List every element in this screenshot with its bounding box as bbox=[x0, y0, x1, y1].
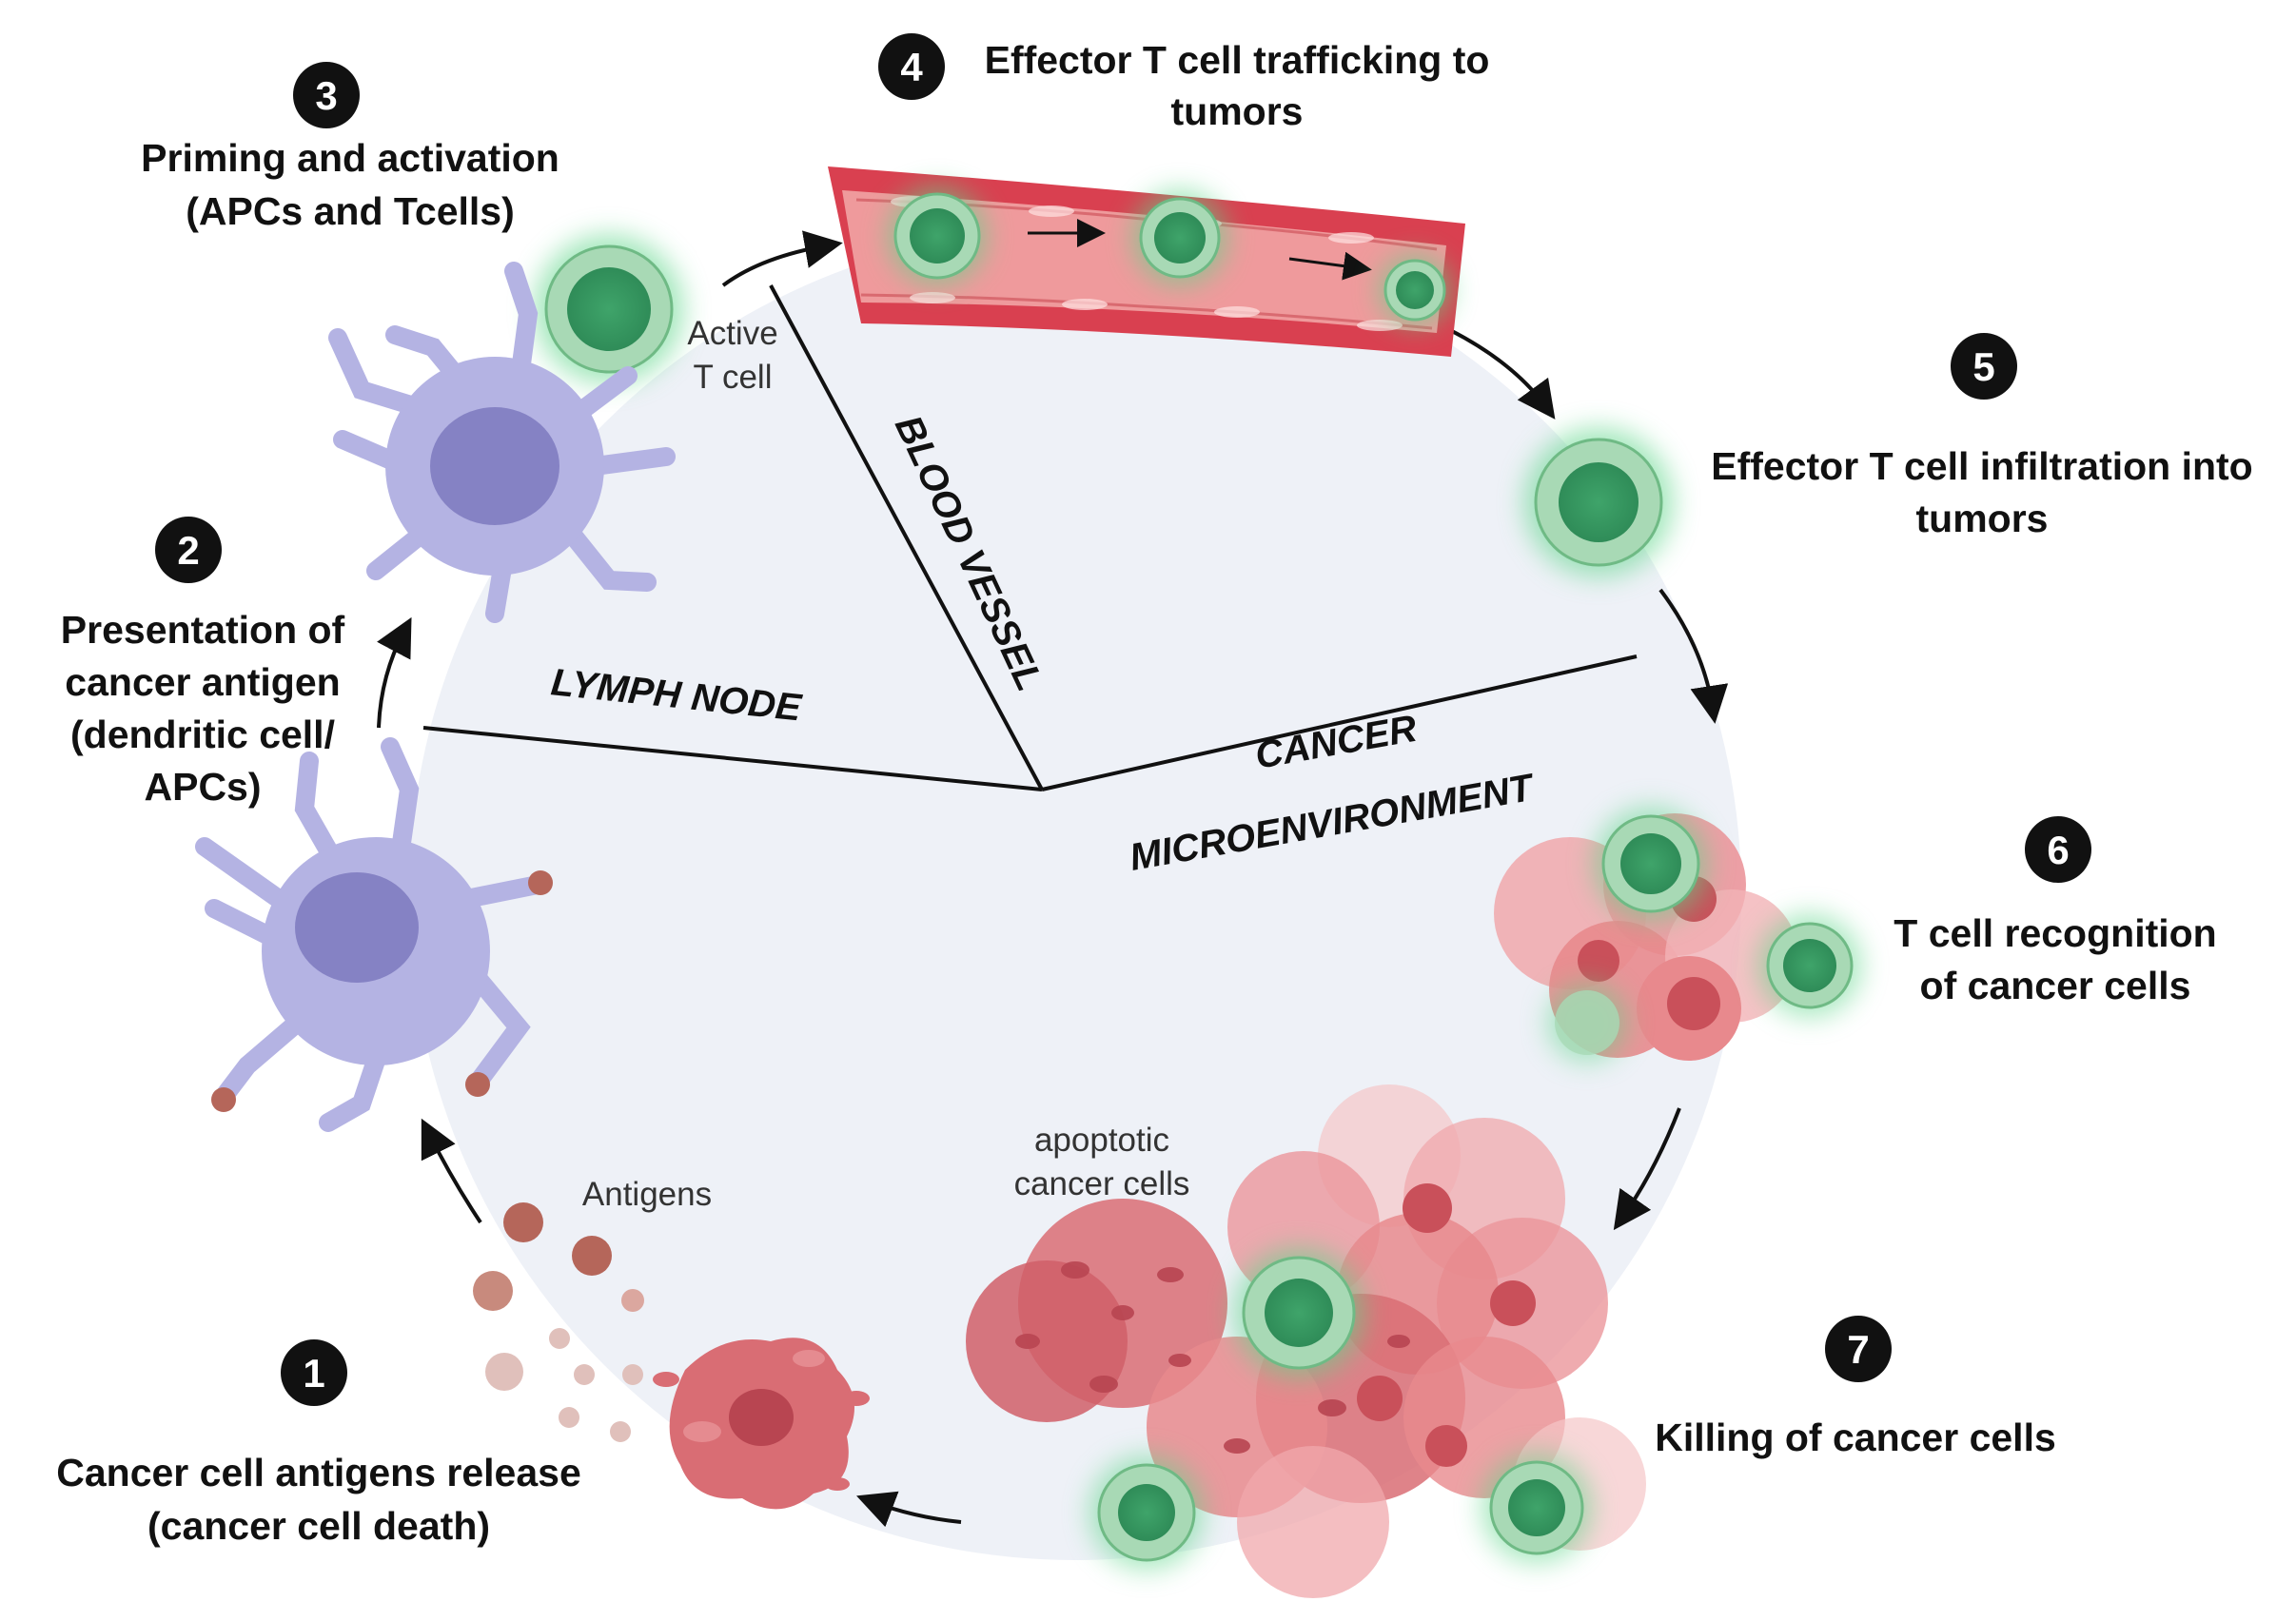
step-6-label-line1: T cell recognition bbox=[1894, 911, 2216, 955]
t-cell-vessel-1 bbox=[888, 186, 987, 285]
t-cell-recognition-2 bbox=[1758, 914, 1861, 1017]
step-3-badge bbox=[293, 62, 360, 128]
step-6-label-line2: of cancer cells bbox=[1920, 964, 2191, 1007]
step-7-number: 7 bbox=[1847, 1327, 1869, 1372]
step-7: 7 Killing of cancer cells bbox=[1655, 1316, 2056, 1459]
step-7-badge bbox=[1825, 1316, 1892, 1382]
arrow-3-to-4 bbox=[721, 230, 843, 287]
step-5-label-line1: Effector T cell infiltration into bbox=[1711, 444, 2252, 488]
t-cell-recognition-3 bbox=[1547, 983, 1627, 1063]
arrow-6-to-7 bbox=[1613, 1107, 1681, 1231]
step-2-label-line3: (dendritic cell/ bbox=[70, 713, 335, 756]
t-cell-killing-2 bbox=[1089, 1455, 1204, 1570]
arrow-5-to-6 bbox=[1658, 588, 1729, 724]
step-1-badge bbox=[281, 1339, 347, 1406]
tumor-cluster-recognition bbox=[1494, 807, 1861, 1063]
t-cell-vessel-3 bbox=[1379, 254, 1451, 326]
step-2-badge bbox=[155, 517, 222, 583]
step-5-label-line2: tumors bbox=[1916, 497, 2049, 540]
step-4-label-line1: Effector T cell trafficking to bbox=[985, 38, 1490, 82]
step-1-number: 1 bbox=[303, 1351, 324, 1396]
step-2-number: 2 bbox=[177, 528, 199, 573]
region-dividers bbox=[422, 284, 1638, 791]
arrow-1-to-2 bbox=[421, 1118, 482, 1224]
t-cell-killing-1 bbox=[1234, 1248, 1364, 1377]
step-3-label-line1: Priming and activation bbox=[141, 136, 559, 180]
dying-cancer-cell bbox=[653, 1338, 870, 1510]
arrow-4-to-5 bbox=[1445, 326, 1556, 420]
step-3-number: 3 bbox=[315, 73, 337, 118]
step-4-label-line2: tumors bbox=[1171, 89, 1304, 133]
arrow-7-to-1 bbox=[856, 1491, 962, 1528]
apoptotic-label-line2: cancer cells bbox=[1014, 1165, 1190, 1202]
step-4-number: 4 bbox=[900, 45, 923, 89]
active-t-cell-label-line2: T cell bbox=[694, 359, 773, 396]
step-1: 1 Cancer cell antigens release (cancer c… bbox=[56, 1339, 581, 1548]
step-2-label-line1: Presentation of bbox=[61, 608, 345, 652]
step-5: 5 Effector T cell infiltration into tumo… bbox=[1711, 333, 2253, 540]
t-cells bbox=[535, 186, 1673, 576]
dendritic-nucleus bbox=[430, 407, 559, 525]
antigen-particles bbox=[473, 1202, 644, 1442]
apoptotic-tumor-mass bbox=[966, 1084, 1646, 1598]
step-4: 4 Effector T cell trafficking to tumors bbox=[878, 33, 1489, 133]
step-1-label-line1: Cancer cell antigens release bbox=[56, 1451, 581, 1494]
active-t-cell-label-line1: Active bbox=[687, 315, 777, 352]
step-6: 6 T cell recognition of cancer cells bbox=[1894, 816, 2217, 1007]
step-6-number: 6 bbox=[2047, 828, 2069, 872]
step-6-badge bbox=[2025, 816, 2091, 883]
t-cell-recognition-1 bbox=[1594, 807, 1708, 921]
step-5-number: 5 bbox=[1972, 344, 1994, 389]
arrow-2-to-3 bbox=[377, 616, 412, 729]
step-2-label-line2: cancer antigen bbox=[65, 660, 340, 704]
step-2-label-line4: APCs) bbox=[144, 765, 261, 809]
step-3-label-line2: (APCs and Tcells) bbox=[186, 189, 515, 233]
step-7-label-line1: Killing of cancer cells bbox=[1655, 1416, 2056, 1459]
cycle-arrows bbox=[377, 230, 1729, 1528]
step-1-label-line2: (cancer cell death) bbox=[147, 1504, 490, 1548]
step-3: 3 Priming and activation (APCs and Tcell… bbox=[141, 62, 559, 233]
step-2: 2 Presentation of cancer antigen (dendri… bbox=[61, 517, 345, 809]
dendritic-nucleus bbox=[295, 872, 419, 983]
step-5-badge bbox=[1951, 333, 2017, 400]
apoptotic-label-line1: apoptotic bbox=[1034, 1122, 1169, 1159]
dendritic-cell-presentation bbox=[195, 737, 553, 1132]
step-4-badge bbox=[878, 33, 945, 100]
antigens-label: Antigens bbox=[582, 1176, 712, 1213]
t-cell-killing-3 bbox=[1482, 1453, 1592, 1563]
t-cell-active-lymph bbox=[535, 235, 683, 383]
t-cell-infiltrating bbox=[1524, 428, 1673, 576]
t-cell-vessel-2 bbox=[1132, 190, 1227, 285]
dendritic-cell-priming bbox=[328, 262, 676, 623]
